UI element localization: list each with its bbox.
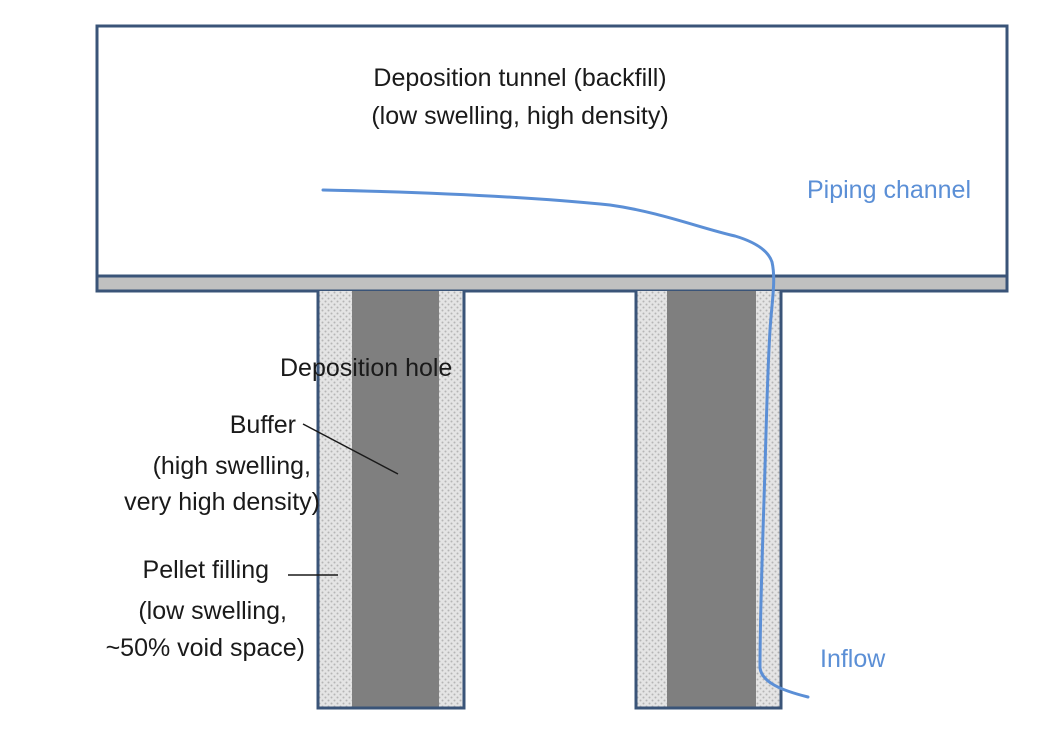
hole-outline-left <box>316 291 466 710</box>
deposition-tunnel-box <box>95 24 1009 278</box>
buffer-label: Buffer (high swelling, very high density… <box>90 409 320 518</box>
deposition-hole-label: Deposition hole <box>280 354 453 382</box>
pellet-filling-left-outer <box>318 291 352 708</box>
buffer-left <box>352 291 439 708</box>
deposition-hole-left <box>316 291 466 710</box>
pellet-label-line3: ~50% void space) <box>105 634 305 662</box>
hole-outline-right <box>634 291 783 710</box>
buffer-leader-line <box>302 423 399 475</box>
buffer-label-line2: (high swelling, <box>152 452 311 480</box>
tunnel-floor-strip <box>95 274 1009 293</box>
tunnel-label-line1: Deposition tunnel (backfill) <box>373 64 667 92</box>
pellet-filling-left-inner <box>439 291 464 708</box>
tunnel-label-line2: (low swelling, high density) <box>371 102 669 130</box>
buffer-right <box>667 291 756 708</box>
inflow-label: Inflow <box>820 645 886 673</box>
pellet-label-line1: Pellet filling <box>142 556 269 584</box>
piping-channel-label: Piping channel <box>807 176 972 204</box>
buffer-label-line1: Buffer <box>229 411 296 439</box>
pellet-filling-label: Pellet filling (low swelling, ~50% void … <box>60 554 305 664</box>
buffer-label-line3: very high density) <box>124 488 320 516</box>
pellet-filling-right-outer <box>636 291 667 708</box>
piping-channel-line <box>321 188 810 699</box>
pellet-label-line2: (low swelling, <box>138 597 287 625</box>
tunnel-label: Deposition tunnel (backfill) (low swelli… <box>310 62 730 132</box>
